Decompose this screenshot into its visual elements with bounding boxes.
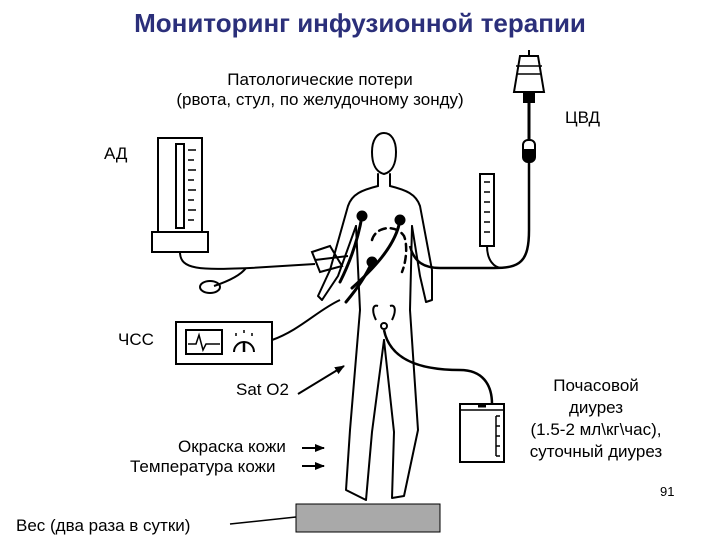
monitor-leads bbox=[338, 210, 408, 304]
cvp-infusion-system bbox=[408, 50, 546, 270]
skin-temperature-label: Температура кожи bbox=[130, 457, 276, 476]
slide-title: Мониторинг инфузионной терапии bbox=[134, 8, 586, 38]
sat-label: Sat O2 bbox=[236, 380, 289, 399]
bp-label: АД bbox=[104, 144, 128, 163]
skin-color-label: Окраска кожи bbox=[178, 437, 286, 456]
diuresis-label-line1: Почасовой bbox=[553, 376, 639, 395]
bp-manometer bbox=[151, 137, 349, 294]
hr-label: ЧСС bbox=[118, 330, 154, 349]
diuresis-label-line4: суточный диурез bbox=[529, 442, 663, 461]
cvp-label: ЦВД bbox=[565, 108, 601, 127]
losses-label-line2: (рвота, стул, по желудочному зонду) bbox=[176, 90, 464, 109]
urine-collection bbox=[372, 304, 505, 463]
diuresis-label-line2: диурез bbox=[568, 398, 624, 417]
weighing-scale bbox=[295, 503, 441, 533]
pointer-arrows bbox=[229, 365, 345, 525]
page-number: 91 bbox=[660, 484, 675, 499]
weight-label: Вес (два раза в сутки) bbox=[16, 516, 191, 535]
hr-monitor bbox=[175, 299, 341, 365]
losses-label-line1: Патологические потери bbox=[227, 70, 413, 89]
patient-figure bbox=[317, 132, 433, 501]
diuresis-label-line3: (1.5-2 мл\кг\час), bbox=[530, 420, 662, 439]
